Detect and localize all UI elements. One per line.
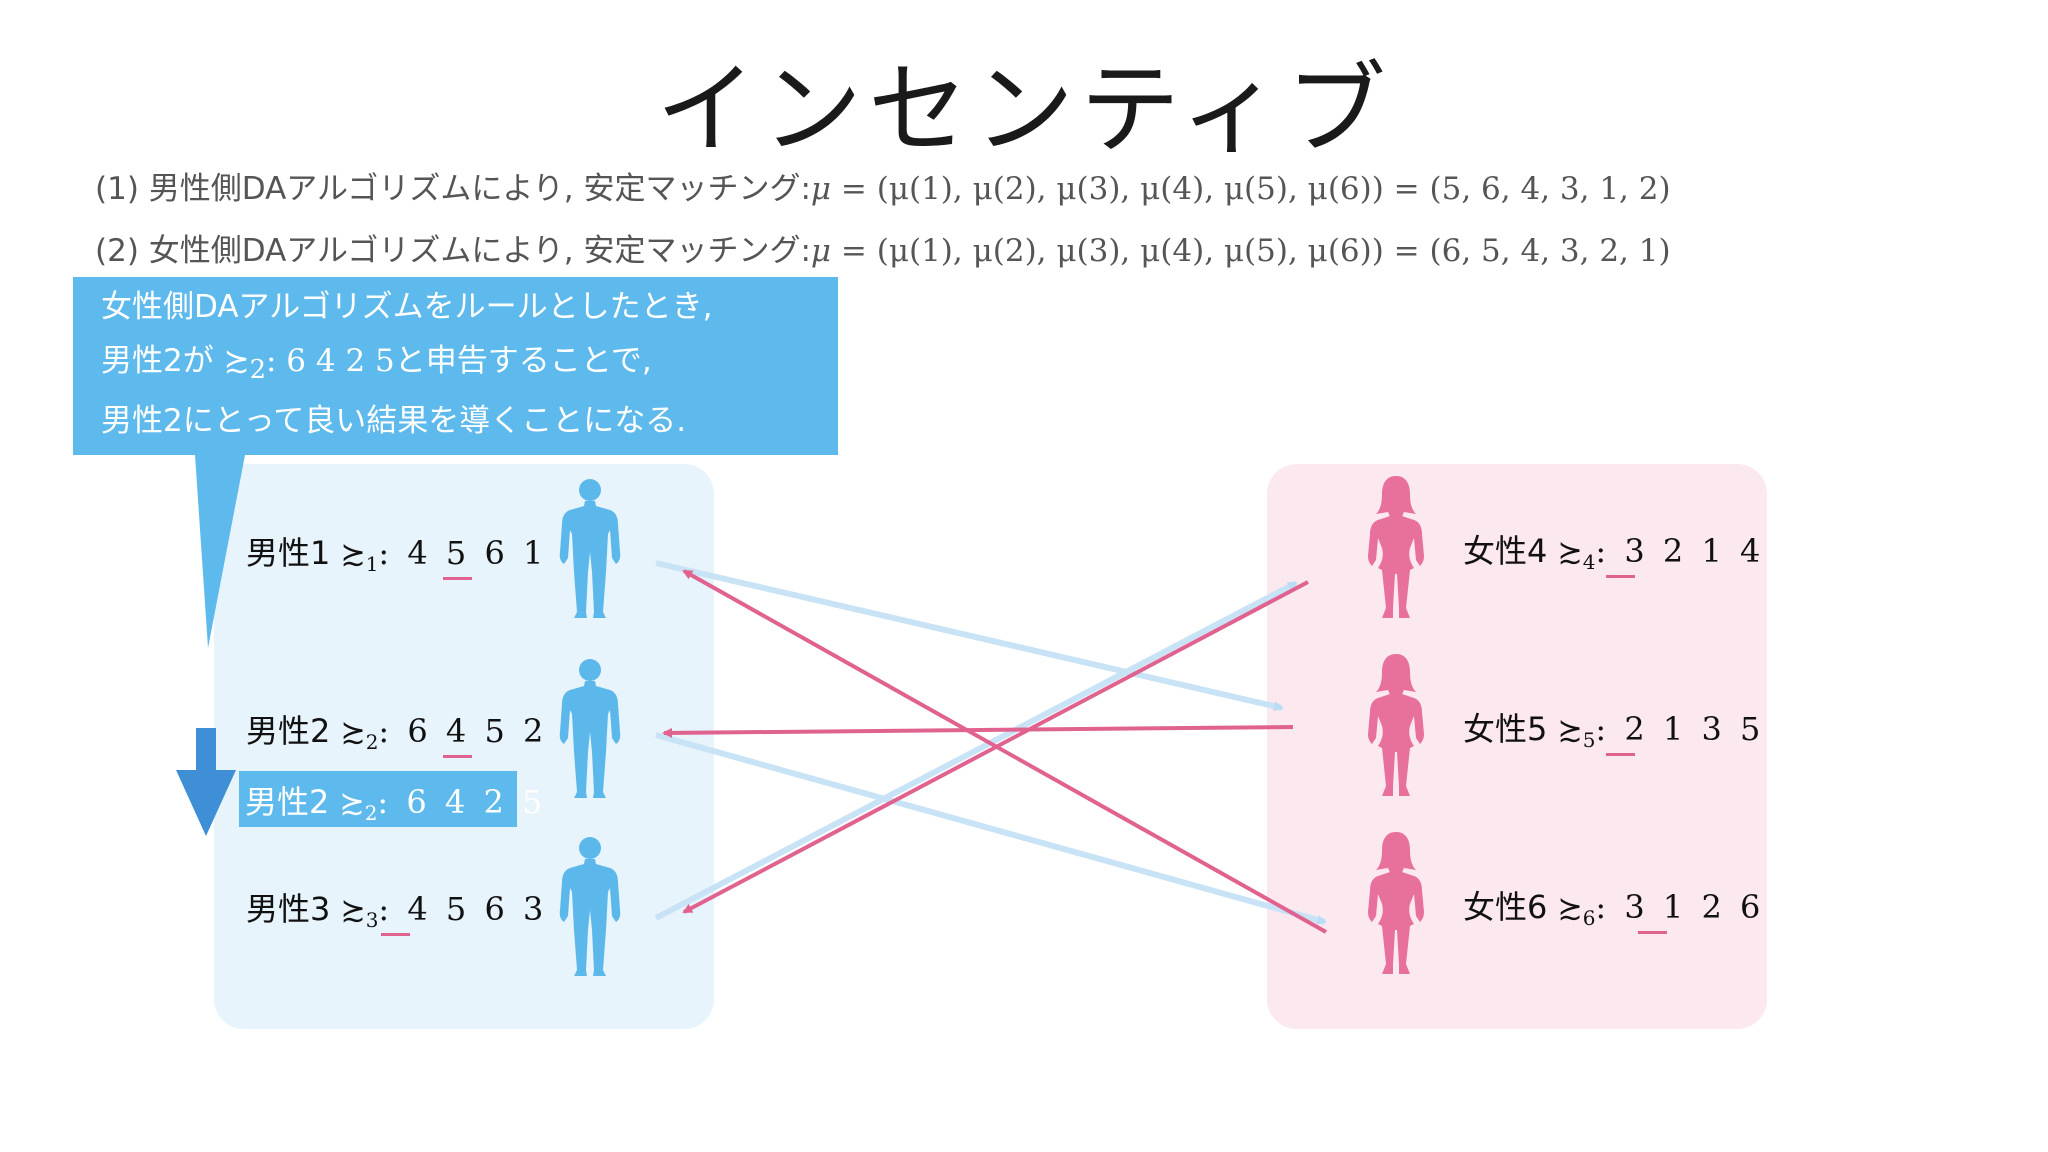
man-2-misreport-preference: 男性2 ≿2: 6 4 2 5 <box>245 777 546 825</box>
men-panel <box>214 464 714 1029</box>
relation-subscript: 6 <box>1582 906 1596 930</box>
match-underline <box>1606 753 1635 756</box>
statement-men-da: (1) 男性側DAアルゴリズムにより, 安定マッチング:μ = (μ(1), μ… <box>95 163 1671 208</box>
succsim-symbol: ≿ <box>340 893 366 928</box>
preference-list: : 6 4 5 2 <box>378 712 548 750</box>
proposal-arrow-m1-w5 <box>655 560 1284 712</box>
statement-label: (2) 女性側DAアルゴリズムにより, 安定マッチング: <box>95 233 811 269</box>
woman-5-label: 女性5 <box>1463 710 1558 748</box>
man-1-icon <box>559 479 621 618</box>
women-panel <box>1267 464 1767 1029</box>
preference-list: : 6 4 2 5 <box>377 783 547 821</box>
preference-list: : 3 1 2 6 <box>1595 888 1765 926</box>
relation-subscript: 4 <box>1582 550 1596 574</box>
succsim-symbol: ≿ <box>1557 535 1583 570</box>
preference-relation: ≿4 <box>1557 535 1596 574</box>
callout-tail <box>195 455 245 648</box>
callout-line-1: 女性側DAアルゴリズムをルールとしたとき, <box>101 289 713 325</box>
succsim-symbol: ≿ <box>339 786 365 821</box>
preference-list: : 2 1 3 5 <box>1595 710 1765 748</box>
succsim-symbol: ≿ <box>340 537 366 572</box>
man-2-icon <box>559 659 621 798</box>
woman-4-label: 女性4 <box>1463 532 1558 570</box>
proposal-arrow-m3-w4 <box>654 580 1298 921</box>
man-3-preference: 男性3 ≿3: 4 5 6 3 <box>246 884 547 932</box>
preference-list: : 4 5 6 1 <box>378 534 548 572</box>
misreport-highlight: 男性2 ≿2: 6 4 2 5 <box>239 771 542 827</box>
mu-symbol: μ <box>810 171 832 207</box>
succsim-symbol: ≿ <box>223 343 250 379</box>
man-2-preference: 男性2 ≿2: 6 4 5 2 <box>246 706 547 754</box>
preference-relation: ≿2 <box>340 715 379 754</box>
succsim-symbol: ≿ <box>1557 891 1583 926</box>
woman-4-preference: 女性4 ≿4: 3 2 1 4 <box>1463 526 1764 574</box>
preference-list: : 3 2 1 4 <box>1595 532 1765 570</box>
callout-box: 女性側DAアルゴリズムをルールとしたとき, 男性2が ≿2: 6 4 2 5と申… <box>73 277 838 455</box>
match-underline <box>443 577 472 580</box>
succsim-symbol: ≿ <box>340 715 366 750</box>
statement-label: (1) 男性側DAアルゴリズムにより, 安定マッチング: <box>95 171 811 207</box>
match-underline <box>381 933 410 936</box>
woman-6-label: 女性6 <box>1463 888 1558 926</box>
relation-subscript: 2 <box>365 730 379 754</box>
down-arrow-icon <box>176 728 236 836</box>
callout-line-2: 男性2が ≿2: 6 4 2 5と申告することで, <box>101 335 652 385</box>
man-3-label: 男性3 <box>246 890 341 928</box>
man-2-label: 男性2 <box>246 712 341 750</box>
callout-preference: : 6 4 2 5 <box>266 343 395 379</box>
woman-5-preference: 女性5 ≿5: 2 1 3 5 <box>1463 704 1764 752</box>
preference-relation: ≿2 <box>339 786 378 825</box>
proposal-arrow-w4-m3 <box>682 580 1309 914</box>
preference-relation: ≿2 <box>223 343 266 385</box>
match-underline <box>1606 575 1635 578</box>
callout-line-3: 男性2にとって良い結果を導くことになる. <box>101 403 687 439</box>
callout-line-2-suffix: と申告することで, <box>394 343 652 379</box>
mu-symbol: μ <box>810 233 832 269</box>
match-underline <box>1638 931 1667 934</box>
statement-women-da: (2) 女性側DAアルゴリズムにより, 安定マッチング:μ = (μ(1), μ… <box>95 225 1671 270</box>
preference-relation: ≿3 <box>340 893 379 932</box>
man-3-icon <box>559 837 621 976</box>
relation-subscript: 1 <box>365 552 379 576</box>
relation-subscript: 5 <box>1582 728 1596 752</box>
match-underline <box>443 755 472 758</box>
woman-6-icon <box>1368 832 1424 974</box>
relation-subscript: 2 <box>249 355 266 386</box>
preference-relation: ≿1 <box>340 537 379 576</box>
man-1-label: 男性1 <box>246 534 341 572</box>
man-1-preference: 男性1 ≿1: 4 5 6 1 <box>246 528 547 576</box>
woman-6-preference: 女性6 ≿6: 3 1 2 6 <box>1463 882 1764 930</box>
man-2-label: 男性2 <box>245 783 340 821</box>
relation-subscript: 3 <box>365 908 379 932</box>
callout-line-2-prefix: 男性2が <box>101 343 224 379</box>
relation-subscript: 2 <box>364 801 378 825</box>
slide-title: インセンティブ <box>656 51 1392 168</box>
proposal-arrow-w5-m2 <box>662 725 1294 738</box>
preference-relation: ≿5 <box>1557 713 1596 752</box>
succsim-symbol: ≿ <box>1557 713 1583 748</box>
proposal-arrow-m2-w6 <box>655 732 1327 925</box>
statement-formula: = (μ(1), μ(2), μ(3), μ(4), μ(5), μ(6)) =… <box>831 233 1671 269</box>
statement-formula: = (μ(1), μ(2), μ(3), μ(4), μ(5), μ(6)) =… <box>831 171 1671 207</box>
preference-relation: ≿6 <box>1557 891 1596 930</box>
preference-list: : 4 5 6 3 <box>378 890 548 928</box>
woman-5-icon <box>1368 654 1424 796</box>
proposal-arrow-w6-m1 <box>682 569 1327 934</box>
woman-4-icon <box>1368 476 1424 618</box>
